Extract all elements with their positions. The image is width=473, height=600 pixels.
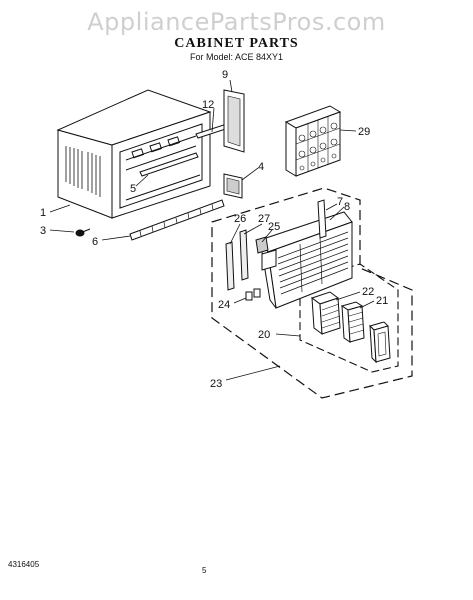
callout-21: 21 [376,295,388,307]
strip-part-26[interactable] [225,241,235,291]
callout-5: 5 [130,183,136,195]
screw-part-3[interactable] [75,228,91,237]
front-panel-assembly-box-23 [211,187,413,399]
callout-9: 9 [222,69,228,81]
strip-part-27[interactable] [239,229,249,281]
filter-part-9[interactable] [223,89,245,153]
louver-part-22[interactable] [310,291,341,336]
callout-7: 7 [337,196,343,208]
strip-part-7[interactable] [317,199,327,239]
callout-22: 22 [362,286,374,298]
callout-3: 3 [40,225,46,237]
louver-part-21[interactable] [340,301,365,343]
seal-strip-part-6[interactable] [129,199,225,241]
callout-26: 26 [234,213,246,225]
watermark: AppliancePartsPros.com [87,8,386,36]
callout-6: 6 [92,236,98,248]
bar-part-5[interactable] [139,152,199,177]
knob-part-25[interactable] [255,236,269,254]
callout-29: 29 [358,126,370,138]
callout-27: 27 [258,213,270,225]
callout-1: 1 [40,207,46,219]
callout-4: 4 [258,161,264,173]
cabinet-shell[interactable] [56,89,212,219]
document-number: 4316405 [8,560,40,569]
model-subtitle: For Model: ACE 84XY1 [189,52,284,62]
louver-frame-part[interactable] [369,321,391,364]
callout-24: 24 [218,299,230,311]
page-number: 5 [202,566,207,575]
louver-assembly-box-20 [299,263,399,373]
knobs-part-24[interactable] [245,288,261,301]
callout-12: 12 [202,99,214,111]
callout-20: 20 [258,329,270,341]
filter-part-29[interactable] [284,105,342,177]
callout-23: 23 [210,378,222,390]
callout-25: 25 [268,221,280,233]
callout-8: 8 [344,201,350,213]
diagram-title: CABINET PARTS [174,36,299,51]
pad-part-4[interactable] [223,173,243,199]
